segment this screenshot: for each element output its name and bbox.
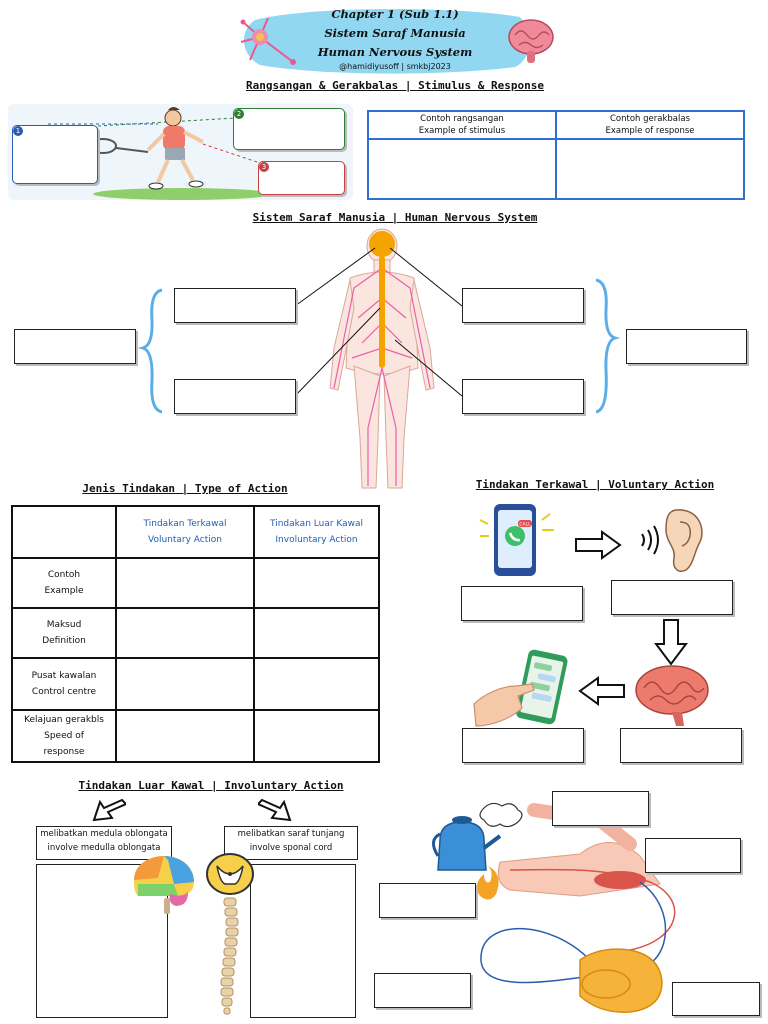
voluntary-speed-cell[interactable]: [115, 709, 255, 763]
reflex-box-3[interactable]: [379, 883, 476, 918]
reflex-box-5[interactable]: [672, 982, 760, 1016]
ear-icon: [641, 509, 703, 572]
row-label-definition-ms: Maksud: [46, 620, 82, 630]
involuntary-action-heading: Tindakan Luar Kawal | Involuntary Action: [78, 779, 344, 792]
row-label-speed-ms: Kelajuan gerakbls: [24, 715, 104, 725]
brain-lobes-icon: [134, 856, 194, 914]
nervous-system-box-right-bottom[interactable]: [462, 379, 584, 414]
voluntary-control-cell[interactable]: [115, 657, 255, 711]
row-label-example-ms: Contoh: [47, 570, 81, 580]
arrow-down-right-icon: [258, 798, 292, 822]
nervous-system-box-right-main[interactable]: [626, 329, 747, 364]
row-label-control-ms: Pusat kawalan: [31, 671, 97, 681]
voluntary-box-1[interactable]: [461, 586, 583, 621]
involuntary-speed-cell[interactable]: [253, 709, 380, 763]
voluntary-box-2[interactable]: [611, 580, 733, 615]
row-label-speed-en2: response: [43, 747, 85, 757]
nervous-system-box-right-top[interactable]: [462, 288, 584, 323]
involuntary-control-cell[interactable]: [253, 657, 380, 711]
reflex-arc-illustration: [432, 802, 676, 1013]
ringing-phone-icon: CALL: [479, 504, 554, 576]
reflex-box-2[interactable]: [645, 838, 741, 873]
voluntary-definition-cell[interactable]: [115, 607, 255, 659]
title-english: Human Nervous System: [317, 45, 473, 59]
spinal-answer-box[interactable]: [250, 864, 356, 1018]
stimulus-heading: Rangsangan & Gerakbalas | Stimulus & Res…: [245, 79, 544, 92]
voluntary-example-cell[interactable]: [115, 557, 255, 609]
involuntary-example-cell[interactable]: [253, 557, 380, 609]
header-response-ms: Contoh gerakbalas: [610, 114, 690, 124]
arrow-left-icon: [578, 676, 625, 706]
arrow-down-left-icon: [92, 798, 126, 822]
spinal-caption-ms: melibatkan saraf tunjang: [237, 829, 345, 839]
row-label-example-en: Example: [44, 586, 84, 596]
medulla-caption-en: involve medulla oblongata: [47, 843, 161, 853]
voluntary-action-heading: Tindakan Terkawal | Voluntary Action: [475, 478, 715, 491]
type-of-action-heading: Jenis Tindakan | Type of Action: [82, 482, 288, 495]
nervous-system-box-left-top[interactable]: [174, 288, 296, 323]
nervous-system-box-left-main[interactable]: [14, 329, 136, 364]
phone-badge-text: CALL: [519, 522, 531, 528]
voluntary-box-4[interactable]: [620, 728, 742, 763]
brain-icon: [635, 665, 709, 726]
voluntary-box-3[interactable]: [462, 728, 584, 763]
title-malay: Sistem Saraf Manusia: [324, 26, 466, 40]
chapter-title: Chapter 1 (Sub 1.1): [331, 7, 459, 21]
hand-texting-phone-icon: [473, 649, 568, 727]
row-label-speed-en: Speed of: [44, 731, 84, 741]
neuron-icon: [240, 17, 296, 65]
header-stimulus-en: Example of stimulus: [418, 126, 506, 136]
involuntary-definition-cell[interactable]: [253, 607, 380, 659]
stimulus-response-table: Contoh rangsangan Example of stimulus Co…: [367, 110, 745, 200]
spinal-caption-box: melibatkan saraf tunjang involve sponal …: [224, 826, 358, 860]
marker-3: 3: [259, 162, 269, 172]
col-involuntary-ms: Tindakan Luar Kawal: [269, 519, 364, 529]
stimulus-example-cell[interactable]: [367, 138, 557, 200]
medulla-caption-box: melibatkan medula oblongata involve medu…: [36, 826, 172, 860]
reflex-box-1[interactable]: [552, 791, 649, 826]
marker-1: 1: [13, 126, 23, 136]
header-stimulus-ms: Contoh rangsangan: [420, 114, 504, 124]
nervous-system-box-left-bottom[interactable]: [174, 379, 296, 414]
header-banner: [243, 9, 530, 74]
col-voluntary-ms: Tindakan Terkawal: [143, 519, 227, 529]
marker-2: 2: [234, 109, 244, 119]
arrow-down-icon: [654, 619, 688, 666]
header-response-en: Example of response: [605, 126, 695, 136]
arrow-right-icon: [575, 530, 622, 560]
row-label-control-en: Control centre: [31, 687, 97, 697]
spinal-cord-cross-section-icon: [206, 853, 254, 895]
nervous-system-heading: Sistem Saraf Manusia | Human Nervous Sys…: [252, 211, 538, 224]
stimulus-answer-box-1[interactable]: [12, 125, 98, 184]
stimulus-answer-box-2[interactable]: [233, 108, 345, 150]
spinal-caption-en: involve sponal cord: [249, 843, 333, 853]
brain-icon: [508, 19, 554, 63]
credit-text: @hamidiyusoff | smkbj2023: [339, 62, 451, 71]
medulla-caption-ms: melibatkan medula oblongata: [40, 829, 168, 839]
spinal-column-icon: [220, 897, 239, 1015]
human-body-nervous-system-illustration: [329, 228, 435, 489]
response-example-cell[interactable]: [555, 138, 745, 200]
reflex-box-4[interactable]: [374, 973, 471, 1008]
col-voluntary-en: Voluntary Action: [148, 535, 222, 545]
stimulus-answer-box-3[interactable]: [258, 161, 345, 195]
row-label-definition-en: Definition: [42, 636, 86, 646]
col-involuntary-en: Involuntary Action: [275, 535, 358, 545]
type-of-action-table: Tindakan Terkawal Voluntary Action Tinda…: [11, 505, 380, 763]
